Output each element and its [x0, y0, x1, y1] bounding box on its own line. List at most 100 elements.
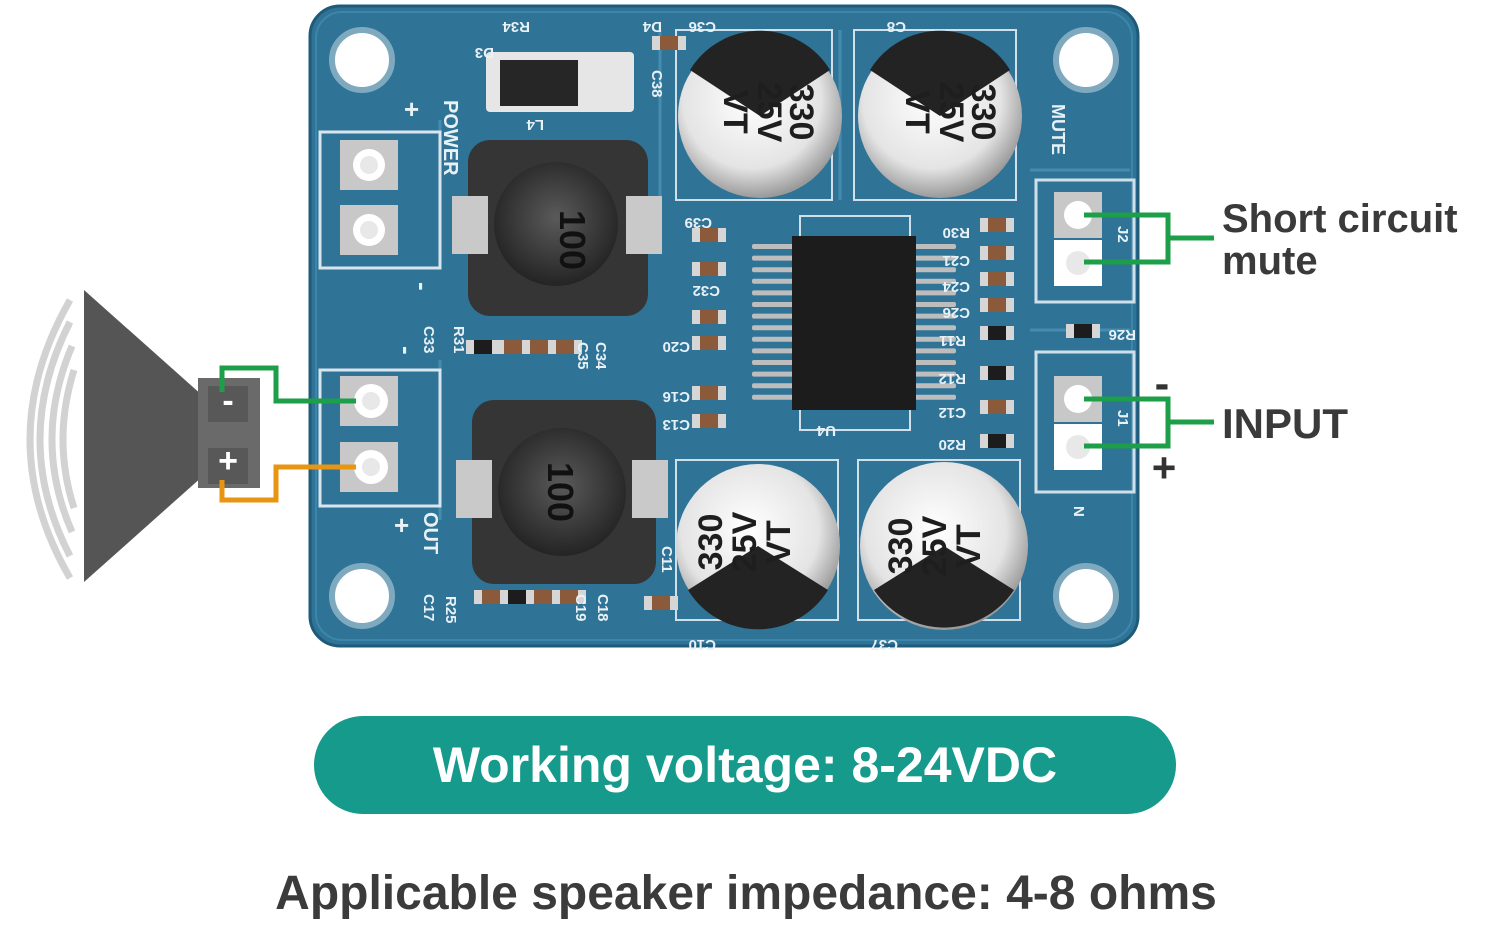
- ic-pin: [752, 325, 796, 331]
- ic-pin: [752, 336, 796, 342]
- ref-c35: C35: [574, 342, 591, 370]
- cap-c8-value: 330: [964, 84, 1002, 141]
- cap-c37-value: 330: [882, 518, 920, 575]
- capacitor-c8: [853, 29, 1022, 201]
- ref-l4: L4: [526, 116, 544, 133]
- ref-n: N: [1070, 506, 1087, 517]
- diode-d3: [486, 52, 634, 112]
- smd-capacitor: [692, 386, 726, 400]
- ic-pin: [912, 336, 956, 342]
- ref-r12: R12: [938, 370, 966, 387]
- smd-capacitor: [980, 298, 1014, 312]
- smd-capacitor: [980, 246, 1014, 260]
- ic-pin: [912, 302, 956, 307]
- smd-capacitor: [980, 400, 1014, 414]
- ref-c24: C24: [942, 278, 970, 295]
- silk-mute: MUTE: [1048, 104, 1068, 155]
- ic-pin: [912, 278, 956, 284]
- cap-c8-series: VT: [898, 90, 936, 134]
- ref-j1: J1: [1114, 410, 1131, 427]
- cap-c10-value: 330: [692, 514, 730, 571]
- ic-pin: [752, 371, 796, 377]
- ref-c10: C10: [688, 636, 716, 653]
- ic-pin: [752, 255, 796, 261]
- ic-pin: [912, 394, 956, 400]
- input-bracket-lines: [1084, 396, 1214, 449]
- ref-c8: C8: [887, 18, 906, 35]
- speaker-impedance-note: Applicable speaker impedance: 4-8 ohms: [275, 867, 1217, 920]
- mute-bracket-lines: [1084, 212, 1214, 265]
- cap-c36-value: 330: [782, 84, 820, 141]
- ic-pin: [912, 360, 956, 365]
- cap-c37-voltage: 25V: [916, 515, 954, 576]
- input-minus-sign: -: [1155, 359, 1170, 408]
- short-circuit-mute-callout: Short circuit mute: [1222, 197, 1458, 283]
- ic-pin: [912, 348, 956, 354]
- ref-c19: C19: [572, 594, 589, 622]
- speaker-minus-wire: [219, 365, 356, 404]
- smd-capacitor: [980, 272, 1014, 286]
- capacitor-c37: [857, 459, 1028, 630]
- inductor-bottom-value: 100: [540, 462, 581, 522]
- ref-r11: R11: [939, 332, 966, 349]
- smd-capacitor: [652, 36, 686, 50]
- inductor-top: [452, 140, 662, 316]
- power-terminal: [318, 130, 442, 270]
- ic-pin: [752, 313, 796, 319]
- smd-resistor: [1066, 324, 1100, 338]
- ref-j2: J2: [1114, 226, 1131, 243]
- smd-capacitor: [692, 414, 726, 428]
- cap-c36-series: VT: [716, 90, 754, 134]
- input-callout: INPUT: [1222, 400, 1348, 447]
- ref-c32: C32: [692, 282, 720, 299]
- ref-c20: C20: [662, 338, 690, 355]
- inductor-top-value: 100: [552, 210, 593, 270]
- ref-c18: C18: [594, 594, 611, 622]
- ic-pin: [912, 255, 956, 261]
- smd-capacitor: [548, 340, 582, 354]
- ic-pin: [752, 290, 796, 296]
- ref-c34: C34: [592, 342, 609, 370]
- ref-r30: R30: [942, 224, 970, 241]
- ref-c38: C38: [648, 70, 665, 98]
- ref-c33: C33: [420, 326, 437, 354]
- speaker-plus-label: +: [218, 442, 238, 480]
- ref-c16: C16: [662, 388, 690, 405]
- smd-capacitor: [980, 218, 1014, 232]
- ic-pin: [912, 267, 956, 273]
- smd-capacitor: [692, 262, 726, 276]
- input-plus-sign: +: [1152, 444, 1177, 491]
- cap-c8-voltage: 25V: [932, 82, 970, 143]
- ic-pin: [752, 244, 796, 249]
- capacitor-c10: [675, 459, 840, 630]
- mute-header-j2: [1034, 178, 1136, 304]
- speaker-icon: [26, 290, 260, 582]
- ic-pin: [752, 278, 796, 284]
- input-header-j1: [1034, 350, 1136, 494]
- silk-minus-out: -: [392, 346, 422, 355]
- smd-capacitor: [692, 228, 726, 242]
- ref-r20: R20: [938, 436, 966, 453]
- ref-c36: C36: [688, 18, 716, 35]
- ref-r26: R26: [1108, 326, 1136, 343]
- ref-c12: C12: [938, 404, 966, 421]
- ref-r31: R31: [450, 326, 467, 354]
- ic-pin: [752, 383, 796, 389]
- silk-power: POWER: [439, 100, 461, 176]
- silk-plus-power: +: [404, 94, 419, 124]
- mounting-holes: [329, 27, 1119, 629]
- ref-d3: D3: [475, 44, 494, 61]
- ref-c37: C37: [870, 636, 898, 653]
- capacitor-c36: [675, 29, 842, 201]
- inductor-bottom: [456, 400, 668, 584]
- smd-resistor: [980, 434, 1014, 448]
- ic-pin: [912, 371, 956, 377]
- ref-c17: C17: [420, 594, 437, 622]
- ref-d4: D4: [642, 18, 662, 35]
- silk-out: OUT: [419, 512, 441, 554]
- ic-pin: [752, 348, 796, 354]
- smd-resistor: [466, 340, 500, 354]
- ref-c39: C39: [684, 214, 712, 231]
